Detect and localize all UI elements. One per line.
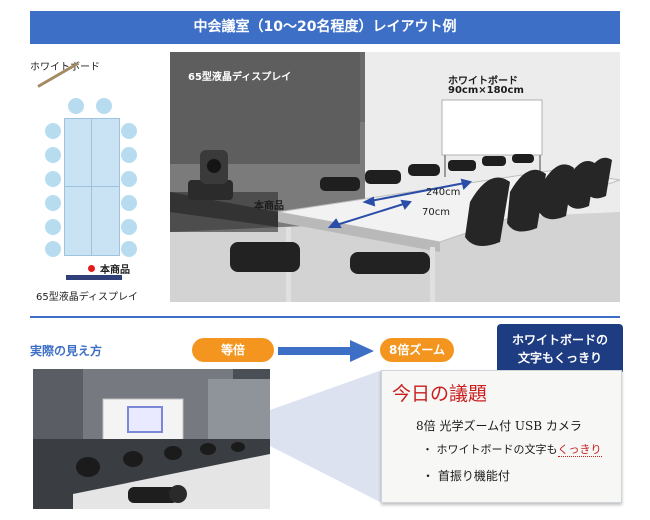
seat	[45, 147, 61, 163]
section-divider	[30, 316, 620, 318]
section-title-actual-view: 実際の見え方	[30, 344, 103, 358]
room-whiteboard-label: ホワイトボード	[448, 76, 518, 87]
board-title: 今日の議題	[392, 383, 488, 405]
callout-box: ホワイトボードの 文字もくっきり	[497, 324, 623, 374]
seat	[121, 171, 137, 187]
room-scene	[170, 52, 620, 302]
seat	[45, 123, 61, 139]
page-title: 中会議室（10～20名程度）レイアウト例	[193, 19, 457, 35]
seat	[96, 98, 112, 114]
seat	[45, 241, 61, 257]
callout-line-2: 文字もくっきり	[517, 351, 602, 365]
same-scale-badge: 等倍	[192, 338, 274, 362]
whiteboard-zoom-view: 今日の議題 8倍 光学ズーム付 USB カメラ ・ ホワイトボードの文字もくっき…	[381, 370, 622, 503]
board-line-2: ・ ホワイトボードの文字もくっきり	[422, 443, 602, 457]
seat	[121, 219, 137, 235]
seat	[121, 123, 137, 139]
seat	[121, 147, 137, 163]
floor-plan: ホワイトボード 本商品 65型液晶ディスプレイ	[20, 58, 168, 303]
seat	[45, 171, 61, 187]
seat	[68, 98, 84, 114]
plan-whiteboard-label: ホワイトボード	[30, 62, 100, 73]
seat	[45, 219, 61, 235]
seat	[45, 195, 61, 211]
room-product-label: 本商品	[254, 201, 284, 212]
plan-display	[66, 275, 122, 280]
arrow-right-icon	[278, 340, 374, 362]
plan-table	[64, 118, 120, 256]
dimension-short: 70cm	[422, 207, 450, 218]
page-header: 中会議室（10～20名程度）レイアウト例	[30, 11, 620, 44]
product-marker	[88, 265, 95, 272]
callout-line-1: ホワイトボードの	[511, 333, 608, 347]
seat	[121, 241, 137, 257]
zoom-badge: 8倍ズーム	[380, 338, 454, 362]
board-line-1: 8倍 光学ズーム付 USB カメラ	[416, 419, 582, 433]
room-photo	[33, 369, 270, 509]
plan-display-label: 65型液晶ディスプレイ	[36, 292, 139, 303]
dimension-long: 240cm	[426, 187, 461, 198]
seat	[121, 195, 137, 211]
room-whiteboard-size: 90cm×180cm	[448, 85, 524, 96]
room-illustration: 65型液晶ディスプレイ ホワイトボード 90cm×180cm 本商品 240cm…	[170, 52, 620, 302]
zoom-projection	[270, 370, 382, 503]
room-display-label: 65型液晶ディスプレイ	[188, 72, 292, 83]
plan-product-label: 本商品	[100, 265, 130, 276]
board-line-3: ・ 首振り機能付	[422, 469, 510, 483]
